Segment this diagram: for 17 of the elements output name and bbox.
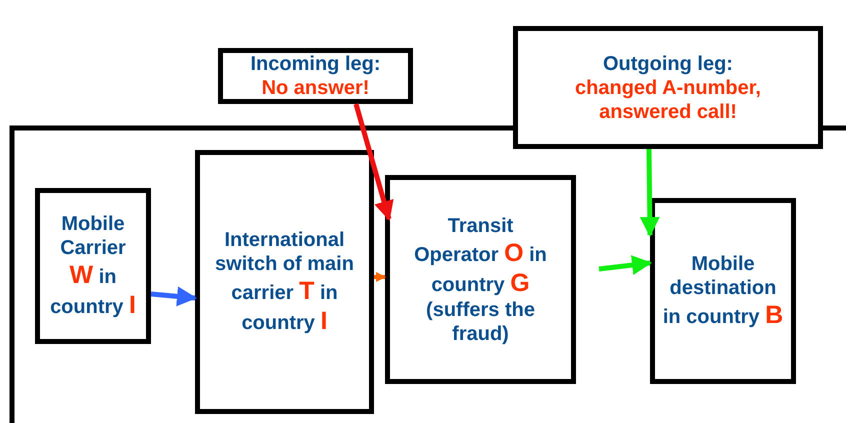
node-text: International switch of main carrier T in country I: [214, 228, 355, 336]
arrow: [374, 272, 386, 282]
callout-box: [218, 48, 413, 104]
arrow: [640, 148, 660, 237]
node-text: Mobile Carrier W in country I: [50, 212, 136, 320]
callout-box: [513, 26, 823, 149]
arrow: [354, 103, 394, 221]
node-text: Transit Operator O in country G (suffers the fraud): [413, 214, 548, 346]
process-box: [385, 175, 576, 384]
arrow: [150, 286, 197, 306]
node-text: Outgoing leg: changed A-number, answered call!: [574, 52, 762, 124]
process-box: [195, 150, 374, 414]
process-box: [35, 188, 151, 344]
node-text: Incoming leg: No answer!: [250, 52, 380, 100]
node-text: Mobile destination in country B: [662, 252, 784, 330]
arrow: [598, 255, 652, 276]
process-box: [650, 198, 796, 384]
